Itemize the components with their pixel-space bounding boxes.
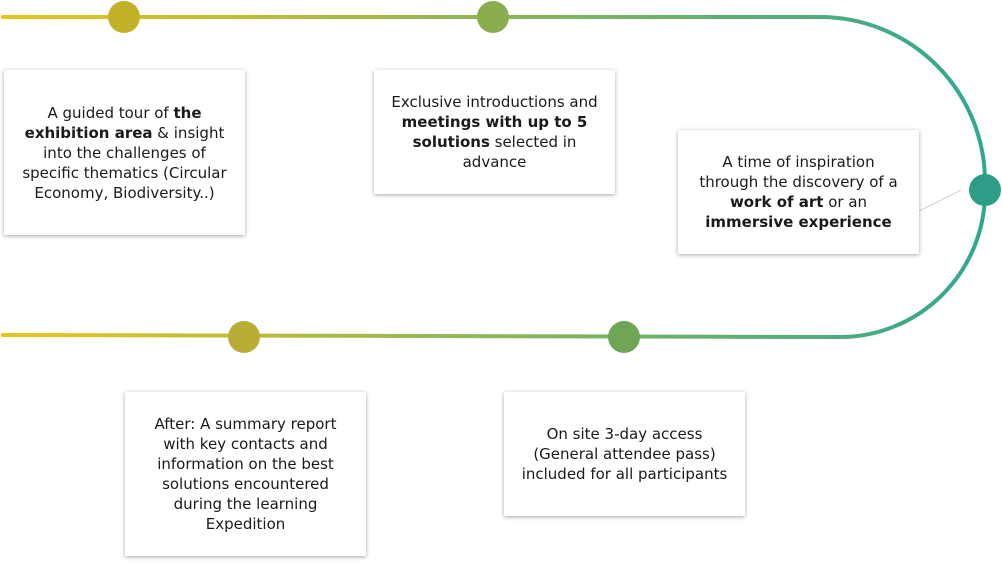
timeline-dot-4 — [608, 321, 640, 353]
step-card-inspiration: A time of inspiration through the discov… — [678, 130, 919, 254]
timeline-dot-1 — [108, 1, 140, 33]
step-card-summary-report: After: A summary report with key contact… — [125, 392, 366, 556]
timeline-line-top — [1, 15, 987, 194]
step-text: A time of inspiration through the discov… — [699, 153, 898, 231]
timeline-dot-2 — [477, 1, 509, 33]
step-text: A guided tour of the exhibition area & i… — [22, 103, 227, 202]
step-card-exhibition-tour: A guided tour of the exhibition area & i… — [4, 70, 245, 235]
step-text: On site 3-day access (General attendee p… — [521, 425, 728, 483]
timeline-line-bottom — [1, 190, 987, 340]
step-text: Exclusive introductions and meetings wit… — [391, 93, 598, 171]
card-pointer — [917, 190, 962, 213]
timeline-dot-3 — [969, 174, 1001, 206]
timeline-dot-5 — [228, 321, 260, 353]
step-text: After: A summary report with key contact… — [154, 415, 337, 533]
step-card-onsite-access: On site 3-day access (General attendee p… — [504, 392, 745, 516]
step-card-solution-meetings: Exclusive introductions and meetings wit… — [374, 70, 615, 194]
